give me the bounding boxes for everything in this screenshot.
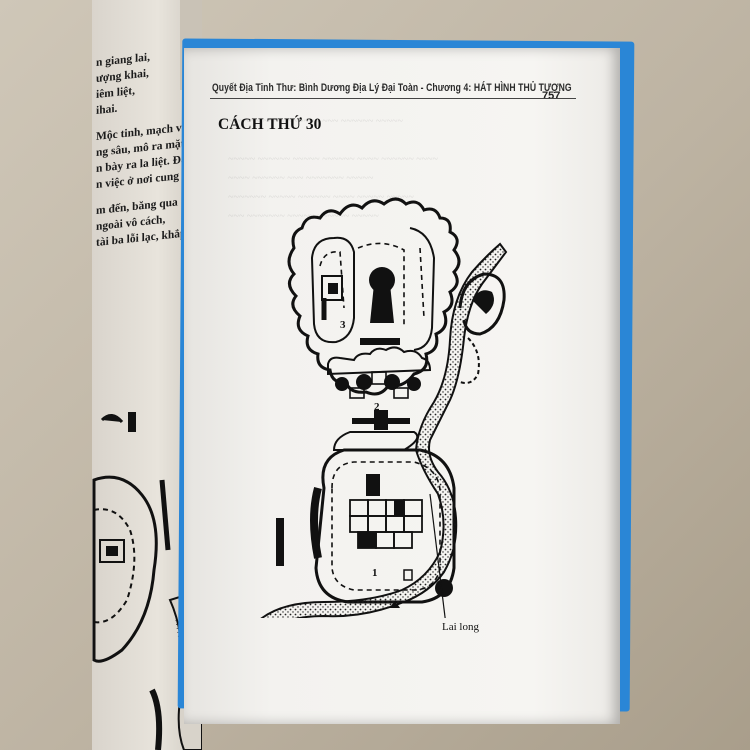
figure-label-2: 2	[374, 401, 380, 413]
right-page: ~~~~~~ ~~~~ ~~~~~~ ~~~ ~~~~~~ ~~~~~ ~~~~…	[184, 48, 620, 724]
figure-label-1: 1	[372, 567, 378, 579]
feng-shui-diagram: 3 2 1	[260, 197, 508, 618]
section-title: CÁCH THỨ 30	[218, 116, 322, 133]
upper-mountain-outline	[287, 197, 461, 396]
figure-caption: Lai long	[442, 621, 479, 633]
lower-mountain-outline	[332, 431, 419, 451]
dragon-vein-dotted	[260, 242, 508, 618]
running-head-rule	[210, 98, 576, 99]
running-head: Quyết Địa Tinh Thư: Bình Dương Địa Lý Đạ…	[212, 80, 572, 94]
show-through-text: ~~~~~~ ~~~~ ~~~~~~ ~~~ ~~~~~~ ~~~~~ ~~~~…	[228, 116, 438, 222]
page-number: 757	[542, 90, 561, 102]
figure-label-3: 3	[340, 319, 346, 331]
